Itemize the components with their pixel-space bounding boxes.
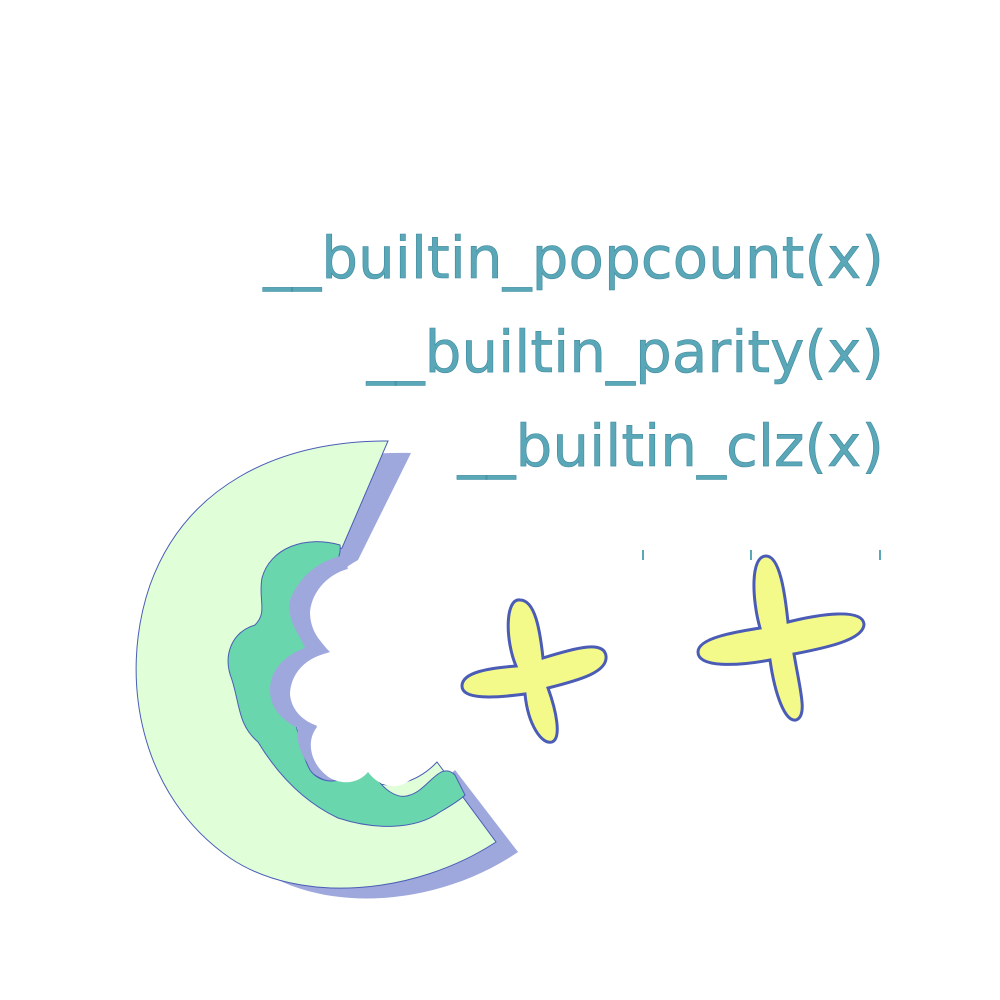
builtin-clz-text: __builtin_clz(x): [457, 412, 884, 480]
builtin-popcount-text: __builtin_popcount(x): [262, 224, 884, 292]
builtin-list: __builtin_popcount(x) __builtin_parity(x…: [262, 224, 884, 481]
tick-marks: [642, 550, 881, 560]
c-letter-bite: [290, 560, 470, 787]
plus-sign-right: [696, 554, 866, 722]
cpp-logo: [135, 440, 518, 899]
plus-signs: [460, 554, 866, 744]
builtin-parity-text: __builtin_parity(x): [366, 318, 884, 386]
c-letter-inner-shadow: [270, 555, 361, 779]
plus-sign-left: [460, 598, 608, 744]
